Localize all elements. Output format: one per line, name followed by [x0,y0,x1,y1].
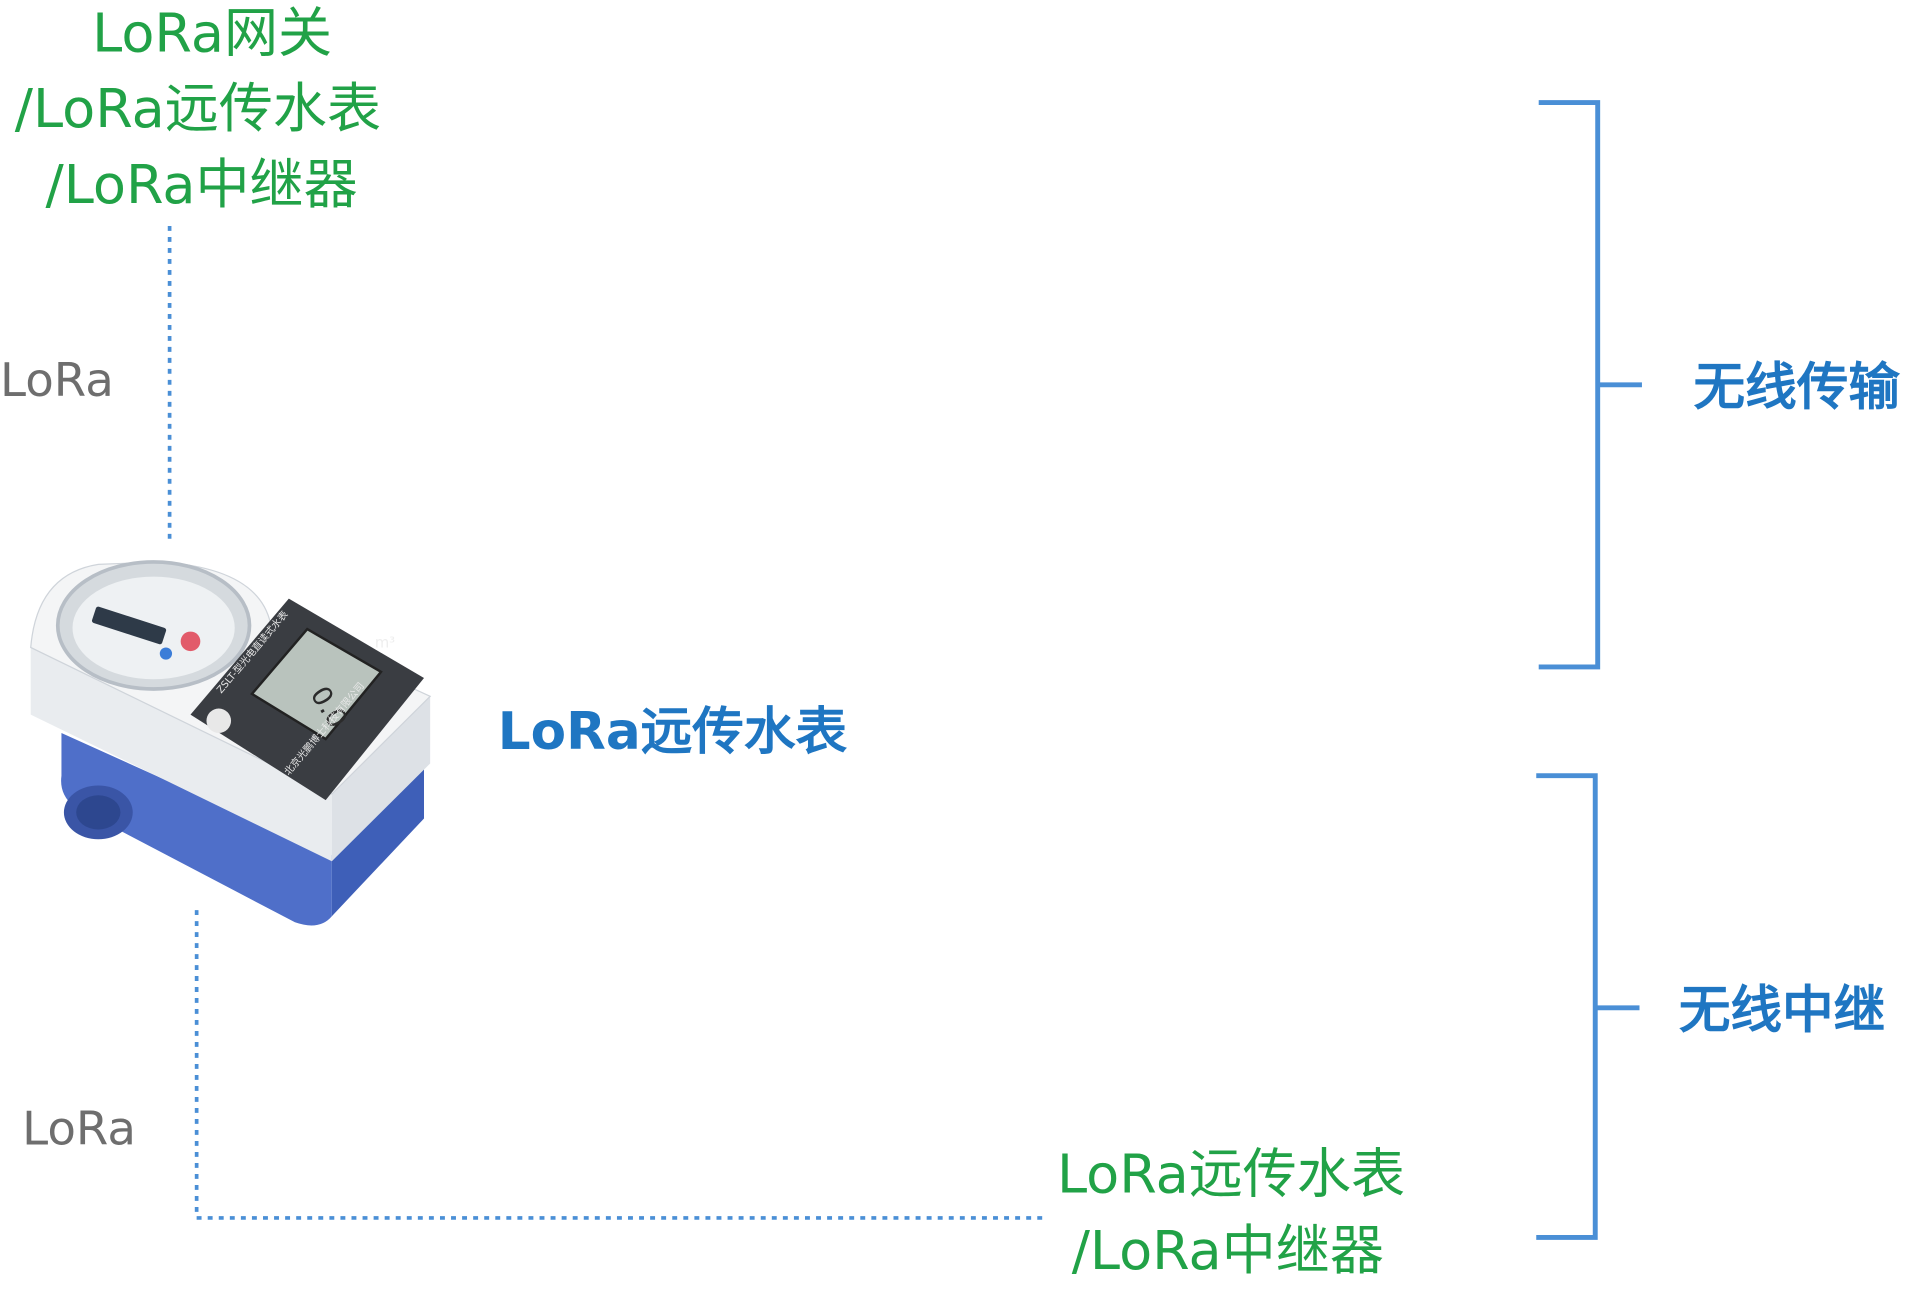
bottom-device-label-line2: /LoRa中继器 [1071,1220,1384,1283]
meter-lcd-unit: m³ [375,634,395,651]
wireless-transmission-label: 无线传输 [1693,356,1901,417]
top-device-label-line1: LoRa网关 [92,2,333,65]
lower-lora-link [194,910,1045,1220]
top-device-label-line2: /LoRa远传水表 [14,78,382,141]
center-device-label: LoRa远传水表 [497,701,848,762]
upper-bracket [1538,100,1642,670]
upper-link-label: LoRa [0,353,114,407]
wireless-relay-label: 无线中继 [1678,979,1886,1040]
lower-bracket [1536,773,1640,1240]
water-meter-icon: 0.0 m³ ZSLT-型光电直读式水表 北京光鹏博士科技有限公司 [30,560,432,926]
top-device-label-line3: /LoRa中继器 [45,153,358,217]
bottom-device-label-line1: LoRa远传水表 [1056,1143,1406,1206]
lower-link-label: LoRa [22,1101,136,1156]
